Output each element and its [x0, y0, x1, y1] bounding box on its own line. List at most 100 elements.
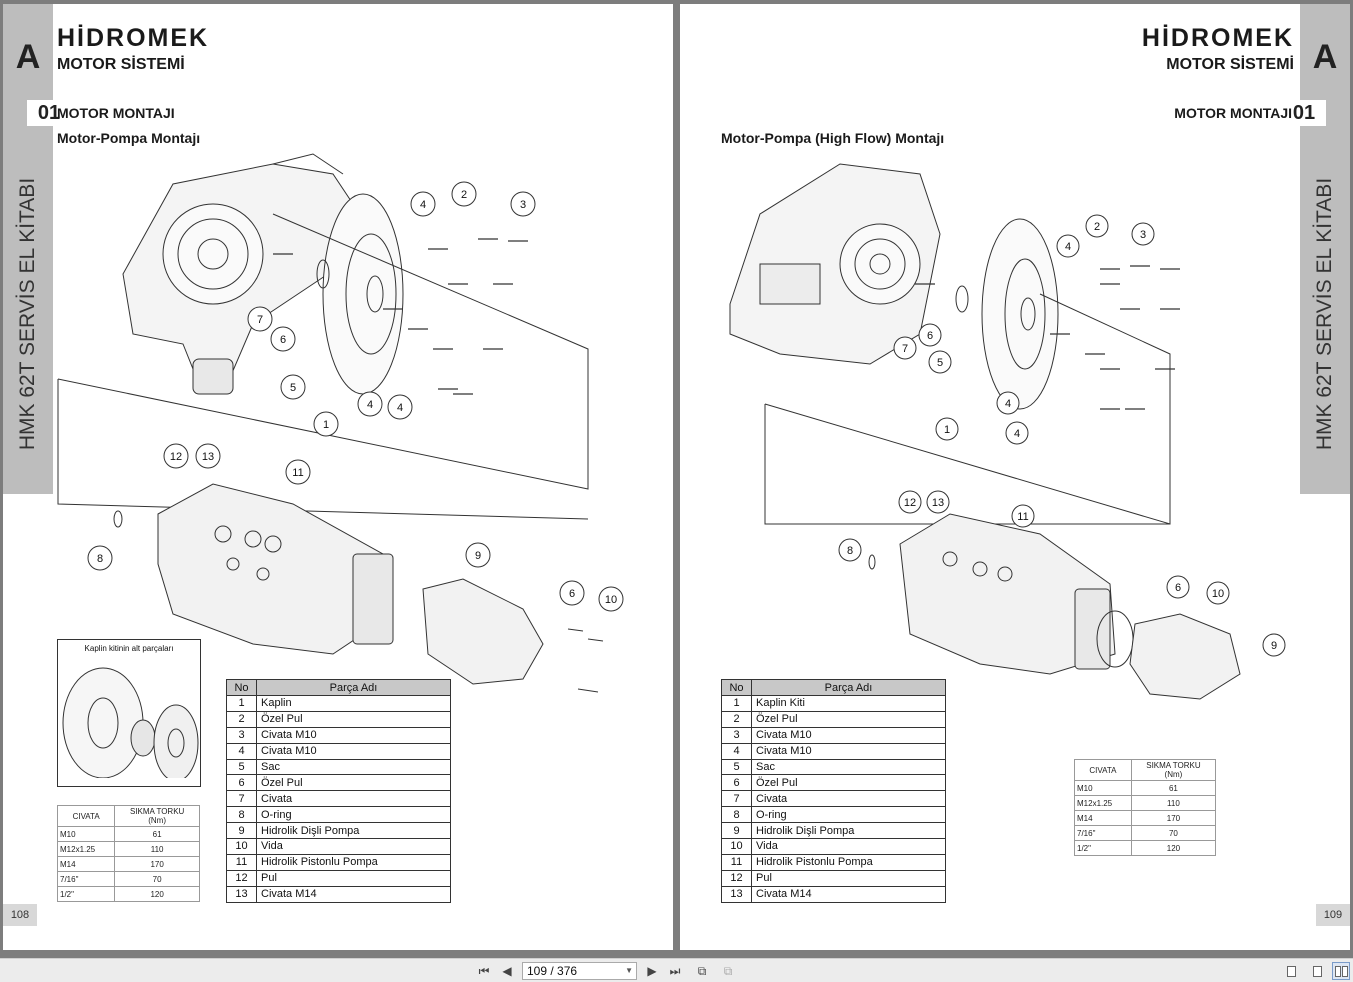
part-name: Hidrolik Pistonlu Pompa [751, 853, 946, 871]
inset-label: Kaplin kitinin alt parçaları [84, 644, 174, 653]
part-name: Civata M10 [751, 726, 946, 744]
part-number: 10 [721, 838, 752, 855]
coupling-kit-inset: Kaplin kitinin alt parçaları [57, 639, 201, 787]
part-number: 3 [226, 726, 257, 744]
single-page-view-icon[interactable] [1282, 962, 1300, 980]
callout-10: 10 [598, 586, 624, 612]
col-no: No [226, 679, 257, 696]
part-number: 5 [226, 758, 257, 776]
next-page-icon[interactable]: ▶ [647, 964, 657, 978]
svg-text:4: 4 [1065, 241, 1071, 253]
svg-text:1: 1 [944, 424, 950, 436]
viewer-toolbar: ⏮ ◀ 109 / 376 ▼ ▶ ⏭ ⧉ ⧉ [0, 958, 1353, 982]
prev-page-icon[interactable]: ◀ [502, 964, 512, 978]
two-page-view-icon[interactable] [1332, 962, 1350, 980]
svg-text:11: 11 [292, 467, 303, 479]
callout-5: 5 [280, 374, 306, 400]
callout-5: 5 [928, 350, 952, 374]
bolt-size: M14 [1074, 810, 1132, 826]
part-number: 2 [226, 710, 257, 728]
part-number: 2 [721, 710, 752, 728]
continuous-view-icon[interactable] [1308, 962, 1326, 980]
callout-10: 10 [1206, 581, 1230, 605]
callout-13: 13 [926, 490, 950, 514]
svg-text:1: 1 [323, 419, 329, 431]
svg-text:4: 4 [397, 402, 403, 414]
book-title: HMK 62T SERVİS EL KİTABI [1313, 177, 1336, 451]
callout-3: 3 [510, 191, 536, 217]
svg-text:6: 6 [927, 330, 933, 342]
first-page-icon[interactable]: ⏮ [478, 964, 490, 978]
section-letter: A [15, 38, 41, 76]
callout-3: 3 [1131, 222, 1155, 246]
part-name: Civata M14 [751, 885, 946, 903]
svg-text:6: 6 [569, 588, 575, 600]
torque-value: 170 [1130, 810, 1217, 826]
part-number: 9 [226, 822, 257, 840]
col-part-name: Parça Adı [751, 679, 946, 696]
callout-4: 4 [357, 391, 383, 417]
callout-12: 12 [163, 443, 189, 469]
part-number: 4 [226, 742, 257, 760]
hidromek-logo: HİDROMEK [57, 24, 210, 52]
page-number: 108 [3, 904, 37, 926]
callout-6: 6 [1166, 575, 1190, 599]
col-part-name: Parça Adı [256, 679, 451, 696]
col-no: No [721, 679, 752, 696]
svg-text:12: 12 [904, 497, 916, 509]
svg-text:11: 11 [1017, 511, 1028, 523]
part-number: 8 [721, 806, 752, 824]
callout-2: 2 [451, 181, 477, 207]
svg-text:3: 3 [520, 199, 526, 211]
callout-7: 7 [893, 336, 917, 360]
fit-page-icon[interactable]: ⧉ [697, 964, 707, 978]
svg-text:5: 5 [937, 357, 943, 369]
svg-text:13: 13 [932, 497, 944, 509]
part-name: Özel Pul [256, 774, 451, 792]
callout-11: 11 [1011, 504, 1035, 528]
part-number: 3 [721, 726, 752, 744]
torque-row: 1/2"120 [56, 886, 200, 902]
system-title: MOTOR SİSTEMİ [1166, 56, 1294, 73]
svg-text:2: 2 [461, 189, 467, 201]
callout-6: 6 [270, 326, 296, 352]
part-number: 12 [721, 869, 752, 887]
callout-8: 8 [87, 545, 113, 571]
fit-width-icon[interactable]: ⧉ [723, 964, 733, 978]
callout-13: 13 [195, 443, 221, 469]
coupling-kit-drawing [62, 667, 199, 782]
part-name: O-ring [751, 806, 946, 824]
last-page-icon[interactable]: ⏭ [669, 964, 681, 978]
hidromek-logo: HİDROMEK [1141, 24, 1294, 52]
page-number-input[interactable]: 109 / 376 ▼ [522, 962, 637, 980]
part-name: Özel Pul [751, 774, 946, 792]
callout-4: 4 [1005, 421, 1029, 445]
callout-9: 9 [1262, 633, 1286, 657]
torque-value: 120 [114, 886, 200, 902]
chevron-down-icon[interactable]: ▼ [625, 966, 633, 975]
callout-1: 1 [935, 417, 959, 441]
svg-text:2: 2 [1094, 221, 1100, 233]
torque-value: 61 [114, 826, 200, 842]
part-name: Civata [751, 790, 946, 808]
part-number: 8 [226, 806, 257, 824]
bolt-size: M10 [56, 826, 116, 842]
